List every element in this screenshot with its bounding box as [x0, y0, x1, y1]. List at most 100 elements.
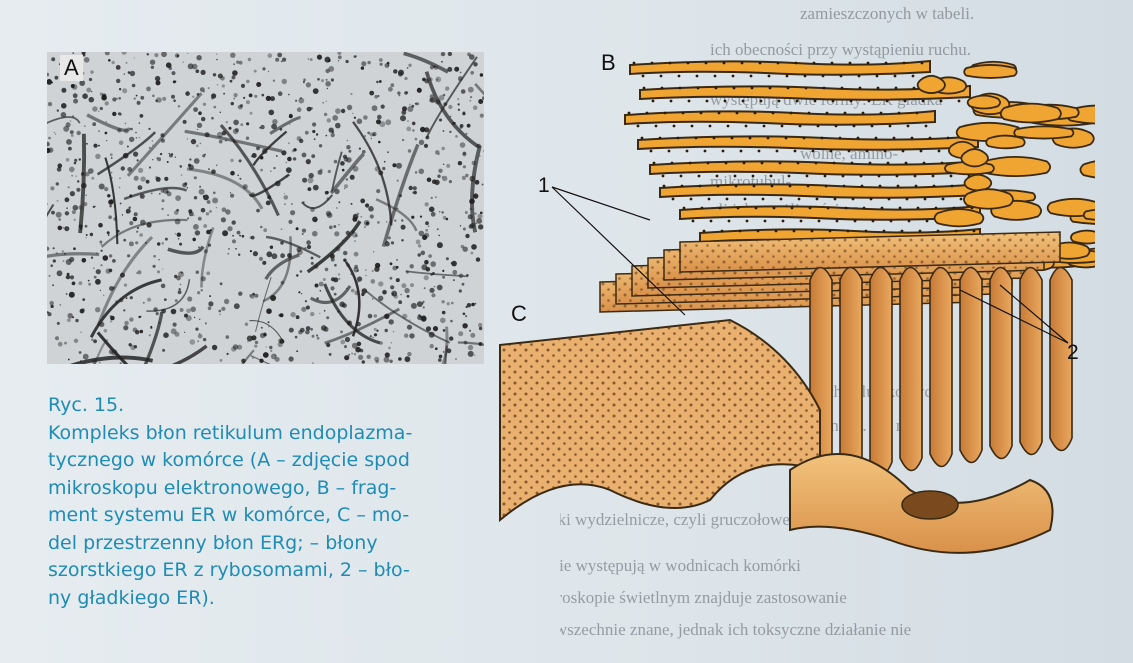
ribosome-dot — [824, 184, 828, 188]
ribosome-dot — [823, 174, 827, 178]
ribosome-dot — [785, 74, 789, 78]
ribosome-dot — [743, 197, 747, 201]
ribosome-dot — [727, 219, 731, 223]
background-text-line: ich obecności przy wystąpieniu ruchu. — [710, 40, 972, 59]
ribosome-dot — [893, 74, 897, 78]
ribosome-dot — [636, 124, 640, 128]
ribosome-dot — [797, 197, 801, 201]
ribosome-dot — [769, 174, 773, 178]
ribosome-dot — [672, 124, 676, 128]
ribosome-dot — [670, 161, 674, 165]
ribosome-dot — [869, 197, 873, 201]
ribosome-dot — [883, 149, 887, 153]
ribosome-dot — [776, 61, 780, 65]
ribosome-dot — [931, 174, 935, 178]
ribosome-dot — [828, 229, 832, 233]
ribosome-dot — [822, 86, 826, 90]
ribosome-dot — [879, 111, 883, 115]
ribosome-dot — [793, 149, 797, 153]
ribosome-dot — [832, 161, 836, 165]
ribosome-dot — [716, 184, 720, 188]
smooth-er-tubule — [985, 134, 1026, 150]
figure-caption: Ryc. 15. Kompleks błon retikulum endopla… — [48, 392, 468, 612]
ribosome-dot — [918, 229, 922, 233]
smooth-er-fold — [959, 266, 983, 464]
ribosome-dot — [939, 99, 943, 103]
ribosome-dot — [645, 111, 649, 115]
ribosome-dot — [792, 229, 796, 233]
ribosome-dot — [708, 124, 712, 128]
smooth-er-fold — [989, 266, 1013, 460]
ribosome-dot — [810, 229, 814, 233]
background-text-line: W mikroskopie świetlnym znajduje zastoso… — [560, 588, 847, 607]
ribosome-dot — [720, 229, 724, 233]
caption-line-4: ment systemu ER w komórce, C – mo- — [48, 504, 410, 526]
ribosome-dot — [695, 74, 699, 78]
ribosome-dot — [781, 219, 785, 223]
ribosome-dot — [816, 124, 820, 128]
ribosome-dot — [659, 74, 663, 78]
smooth-er-fold — [839, 266, 863, 480]
ribosome-dot — [839, 74, 843, 78]
ribosome-dot — [972, 229, 976, 233]
smooth-er-fold — [1049, 266, 1073, 452]
ribosome-dot — [934, 206, 938, 210]
rough-er-cisterna — [629, 59, 931, 76]
ribosome-dot — [925, 219, 929, 223]
ribosome-dot — [760, 161, 764, 165]
caption-title: Ryc. 15. — [48, 394, 125, 416]
ribosome-dot — [902, 61, 906, 65]
ribosome-dot — [813, 99, 817, 103]
ribosome-dot — [910, 136, 914, 140]
ribosome-dot — [882, 229, 886, 233]
ribosome-dot — [915, 111, 919, 115]
ribosome-dot — [814, 161, 818, 165]
ribosome-dot — [745, 219, 749, 223]
caption-line-3: mikroskopu elektronowego, B – frag- — [48, 476, 397, 499]
ribosome-dot — [744, 124, 748, 128]
ribosome-dot — [815, 197, 819, 201]
ribosome-dot — [662, 184, 666, 188]
ribosome-dot — [812, 61, 816, 65]
pointer-line — [551, 186, 651, 221]
ribosome-dot — [829, 149, 833, 153]
ribosome-dot — [741, 99, 745, 103]
ribosome-dot — [820, 136, 824, 140]
ribosome-dot — [844, 206, 848, 210]
ribosome-dot — [721, 149, 725, 153]
ribosome-dot — [795, 99, 799, 103]
ribosome-dot — [736, 206, 740, 210]
ribosome-dot — [704, 61, 708, 65]
ribosome-dot — [830, 61, 834, 65]
ribosome-dot — [687, 99, 691, 103]
pointer-label-2: 2 — [1067, 341, 1079, 364]
ribosome-dot — [847, 149, 851, 153]
ribosome-dot — [840, 86, 844, 90]
ribosome-dot — [789, 111, 793, 115]
ribosome-dot — [725, 197, 729, 201]
ribosome-dot — [808, 206, 812, 210]
ribosome-dot — [936, 229, 940, 233]
caption-line-1: Kompleks błon retikulum endoplazma- — [48, 421, 413, 444]
ribosome-dot — [700, 206, 704, 210]
ribosome-dot — [642, 86, 646, 90]
pointer-line — [999, 284, 1069, 344]
ribosome-dot — [688, 161, 692, 165]
ribosome-dot — [940, 161, 944, 165]
caption-line-2: tycznego w komórce (A – zdjęcie spod — [48, 449, 410, 471]
ribosome-dot — [698, 184, 702, 188]
ribosome-dot — [712, 136, 716, 140]
pointer-lines — [551, 186, 1069, 344]
ribosome-dot — [885, 99, 889, 103]
ribosome-dot — [669, 99, 673, 103]
ribosome-dot — [870, 124, 874, 128]
ribosome-dot — [923, 197, 927, 201]
ribosome-dot — [723, 99, 727, 103]
ribosome-dot — [705, 99, 709, 103]
ribosome-dot — [831, 99, 835, 103]
ribosome-dot — [852, 124, 856, 128]
ribosome-dot — [787, 174, 791, 178]
ribosome-dot — [694, 136, 698, 140]
ribosome-dot — [877, 174, 881, 178]
